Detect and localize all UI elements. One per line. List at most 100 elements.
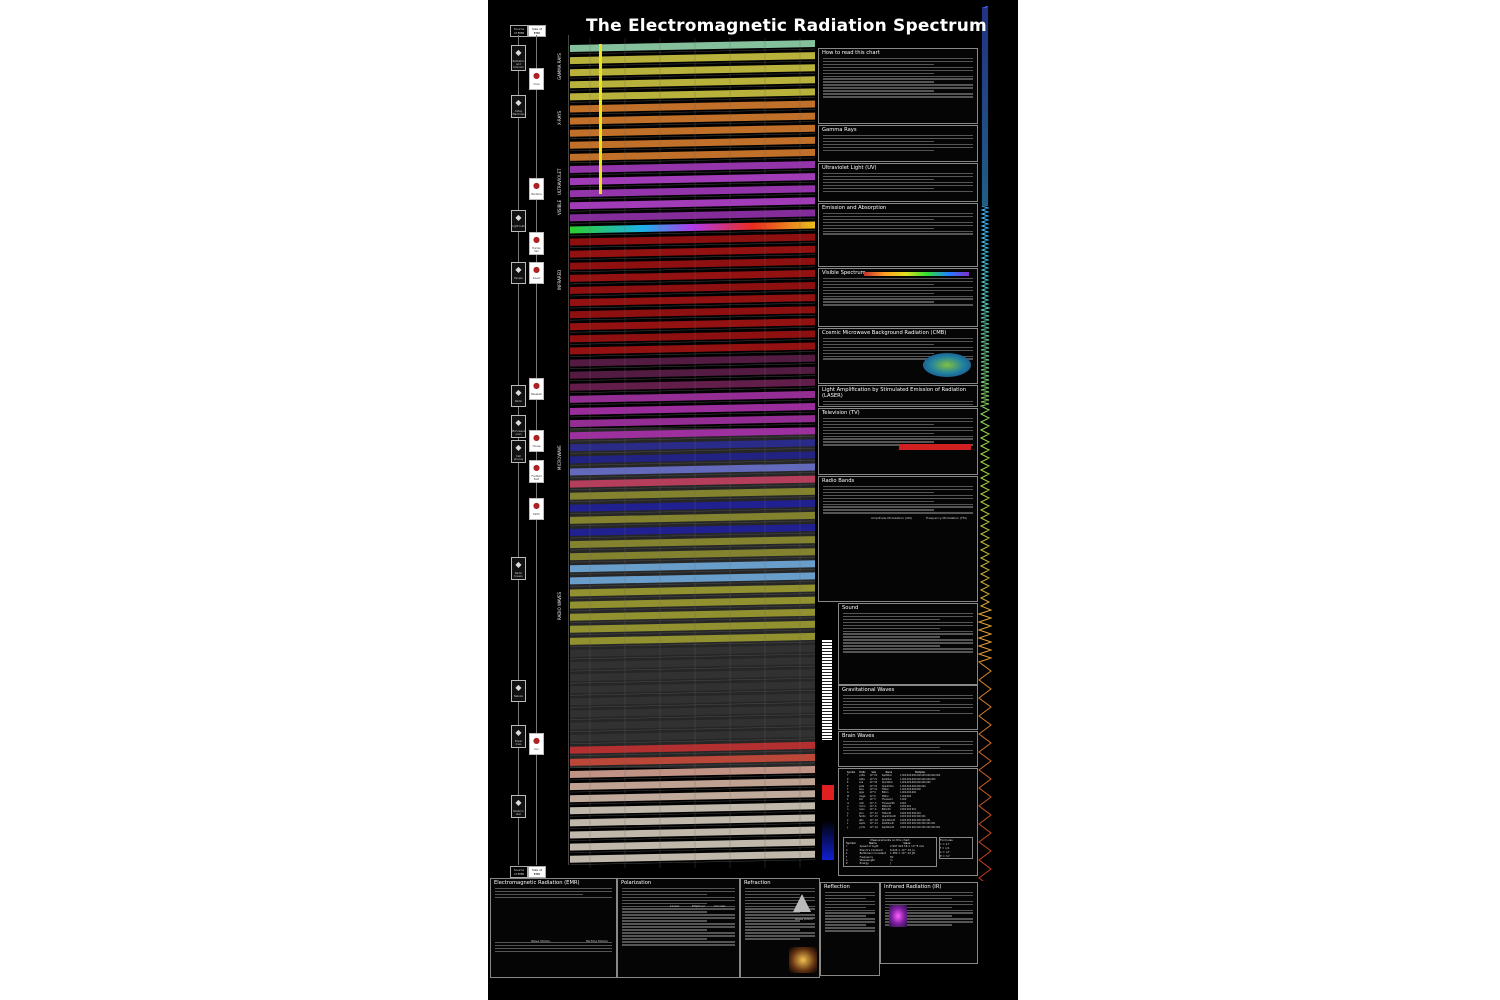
text-line: [823, 93, 973, 95]
thermal-image: [889, 905, 907, 927]
text-line: [823, 358, 973, 360]
text-line: [843, 700, 940, 702]
text-line: [823, 146, 973, 148]
spectrum-band: [570, 657, 815, 670]
panel-heading: Gamma Rays: [822, 127, 857, 133]
scale-line: [570, 423, 815, 430]
text-line: [823, 280, 973, 282]
panel-heading: How to read this chart: [822, 50, 880, 56]
panel-heading: Electromagnetic Radiation (EMR): [494, 880, 580, 886]
text-line: [843, 627, 940, 629]
scale-line: [570, 411, 815, 418]
spectrum-band: [570, 790, 815, 803]
spectrum-band: [570, 124, 815, 137]
text-line: [825, 906, 866, 908]
text-line: [825, 891, 875, 893]
table-cell: f: [847, 815, 848, 819]
source-icon: ◆Radio: [511, 385, 526, 407]
panel-uv: Ultraviolet Light (UV): [818, 163, 978, 202]
table-cell: tera: [859, 788, 864, 792]
source-label: People: [514, 277, 523, 280]
panel-how: How to read this chart: [818, 48, 978, 124]
text-line: [823, 512, 973, 514]
column-header: Prefix: [859, 771, 866, 774]
source-label: Radiation and Uranium: [512, 60, 525, 69]
table-cell: 1,000,000,000,000,000,000,000: [899, 777, 936, 781]
table-cell: nano: [859, 808, 865, 812]
text-line: [622, 932, 735, 934]
spectrum-band: [570, 463, 815, 476]
table-cell: 10^6: [869, 794, 876, 798]
scale-line: [570, 859, 815, 865]
spectrum-band: [570, 294, 815, 307]
table-cell: 10^9: [869, 791, 876, 795]
size-label: Bacteria: [531, 193, 542, 196]
spectrum-band: [570, 173, 815, 186]
table-cell: Frequency: [859, 855, 874, 859]
panel-sound: Sound: [838, 603, 978, 685]
band-label: RADIO WAVES: [557, 591, 562, 620]
text-line: [823, 233, 973, 235]
text-line: [495, 893, 583, 895]
text-line: [843, 752, 973, 754]
panel-heading: Infrared Radiation (IR): [884, 884, 942, 890]
text-line: [495, 947, 612, 950]
table-cell: Trillionth: [881, 811, 892, 815]
spectrum-band: [570, 560, 815, 573]
text-line: [823, 66, 973, 68]
table-cell: Thousandth: [881, 801, 895, 805]
text-line: [823, 340, 973, 342]
spectrum-band: [570, 608, 815, 621]
scale-line: [570, 109, 815, 115]
text-line: [745, 923, 815, 925]
text-line: [823, 429, 973, 431]
table-cell: c: [846, 845, 848, 849]
text-line: [823, 488, 973, 490]
text-line: [843, 651, 973, 653]
spectrum-band: [570, 705, 815, 718]
text-line: [885, 918, 973, 920]
text-line: [622, 944, 735, 946]
scale-line: [570, 181, 815, 188]
source-icon: ◆Light bulb: [511, 210, 526, 232]
panel-gamma: Gamma Rays: [818, 125, 978, 162]
text-line: [823, 352, 934, 354]
scale-line: [570, 508, 815, 514]
text-line: [622, 926, 735, 928]
table-cell: k: [846, 852, 848, 856]
prism-label: Glass prism: [795, 917, 813, 921]
panel-tv: Television (TV): [818, 408, 978, 475]
polarization-sublabel: Elliptical: [692, 904, 705, 908]
text-line: [823, 497, 973, 499]
text-line: [823, 140, 934, 142]
table-cell: 0.000 000 000 001: [899, 811, 921, 815]
panel-heading: Reflection: [824, 884, 850, 890]
size-column-footer: Size of EMR: [528, 866, 546, 878]
table-cell: 1,000,000,000,000,000,000: [899, 781, 931, 785]
text-line: [823, 137, 973, 139]
size-label: Human hair: [531, 247, 542, 253]
text-line: [622, 902, 707, 904]
spectrum-band: [570, 161, 815, 173]
table-cell: Septillion: [881, 774, 892, 778]
spectrum-band: [570, 681, 815, 694]
text-line: [843, 612, 973, 614]
text-line: [843, 749, 973, 751]
text-line: [745, 917, 815, 919]
size-icon: ●Earth: [529, 498, 544, 520]
panel-heading: Gravitational Waves: [842, 687, 895, 693]
source-icon: ◆Radio towers: [511, 557, 526, 580]
table-cell: kilo: [859, 798, 863, 802]
text-line: [885, 912, 973, 914]
spectrum-band: [570, 306, 815, 319]
band-label: X-RAYS: [557, 110, 562, 125]
spectrum-band: [570, 76, 815, 89]
text-line: [843, 645, 940, 647]
source-icon: ◆Radiation and Uranium: [511, 45, 526, 71]
size-label: Baseball: [531, 393, 542, 396]
panel-heading: Light Amplification by Stimulated Emissi…: [822, 387, 967, 399]
text-line: [495, 941, 612, 944]
